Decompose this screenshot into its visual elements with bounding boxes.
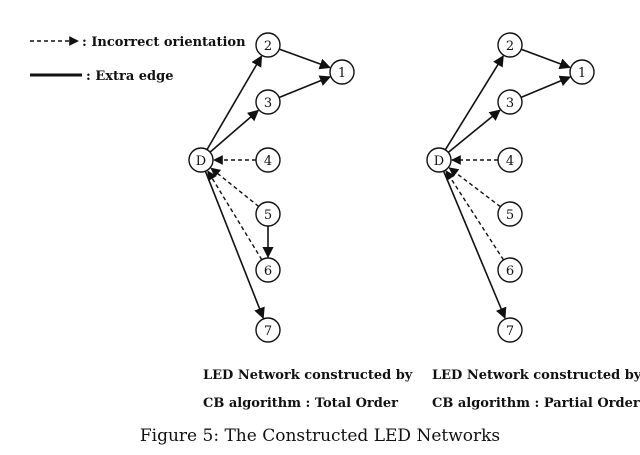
node-D: D <box>188 147 214 173</box>
edge-3-to-1 <box>520 75 572 99</box>
figure-caption: Figure 5: The Constructed LED Networks <box>140 426 500 446</box>
node-3: 3 <box>255 89 281 115</box>
caption-total-line2: CB algorithm : Total Order <box>203 396 398 411</box>
node-label: 6 <box>264 264 272 279</box>
node-5: 5 <box>497 201 523 227</box>
node-1: 1 <box>569 59 595 85</box>
node-circle <box>255 257 281 283</box>
edge-5-to-D <box>448 167 501 208</box>
node-6: 6 <box>255 257 281 283</box>
node-circle <box>255 32 281 58</box>
node-label: 3 <box>506 96 514 111</box>
edge-2-to-1 <box>279 48 331 70</box>
caption-partial-line1: LED Network constructed by <box>432 368 640 383</box>
node-circle <box>329 59 355 85</box>
legend-solid-label: : Extra edge <box>86 69 174 84</box>
node-circle <box>497 317 523 343</box>
legend: : Incorrect orientation : Extra edge <box>30 35 246 84</box>
node-label: D <box>196 154 206 169</box>
node-label: 4 <box>264 154 272 169</box>
node-5: 5 <box>255 201 281 227</box>
node-circle <box>497 147 523 173</box>
node-circle <box>255 147 281 173</box>
node-circle <box>497 32 523 58</box>
node-circle <box>255 201 281 227</box>
edge-6-to-D <box>207 170 263 261</box>
node-circle <box>497 89 523 115</box>
node-1: 1 <box>329 59 355 85</box>
node-circle <box>426 147 452 173</box>
node-label: 6 <box>506 264 514 279</box>
node-6: 6 <box>497 257 523 283</box>
node-circle <box>255 89 281 115</box>
network-partial-order: D 1 2 3 4 5 6 7 LED Network constructed by CB a… <box>426 32 640 411</box>
node-2: 2 <box>497 32 523 58</box>
node-circle <box>497 201 523 227</box>
node-3: 3 <box>497 89 523 115</box>
edge-6-to-D <box>445 170 505 261</box>
node-label: D <box>434 154 444 169</box>
node-4: 4 <box>497 147 523 173</box>
node-label: 1 <box>338 66 346 81</box>
node-label: 1 <box>578 66 586 81</box>
caption-total-line1: LED Network constructed by <box>203 368 413 383</box>
node-circle <box>497 257 523 283</box>
edge-D-to-3 <box>447 109 501 154</box>
node-label: 5 <box>264 208 272 223</box>
node-label: 2 <box>264 39 272 54</box>
node-circle <box>255 317 281 343</box>
node-circle <box>188 147 214 173</box>
node-label: 2 <box>506 39 514 54</box>
node-circle <box>569 59 595 85</box>
node-label: 7 <box>506 324 514 339</box>
node-label: 5 <box>506 208 514 223</box>
node-7: 7 <box>255 317 281 343</box>
edge-D-to-7 <box>204 170 265 319</box>
node-label: 7 <box>264 324 272 339</box>
legend-dashed-label: : Incorrect orientation <box>82 35 246 50</box>
node-2: 2 <box>255 32 281 58</box>
edge-D-to-2 <box>444 55 504 151</box>
edge-3-to-1 <box>278 75 332 99</box>
node-label: 3 <box>264 96 272 111</box>
caption-partial-line2: CB algorithm : Partial Order <box>432 396 640 411</box>
edge-2-to-1 <box>520 48 571 70</box>
edge-D-to-7 <box>442 170 507 320</box>
edge-D-to-2 <box>206 55 263 151</box>
node-D: D <box>426 147 452 173</box>
node-4: 4 <box>255 147 281 173</box>
edge-5-to-D <box>210 167 260 208</box>
node-label: 4 <box>506 154 514 169</box>
node-7: 7 <box>497 317 523 343</box>
edge-D-to-3 <box>209 109 260 153</box>
network-total-order: D 1 2 3 4 5 6 7 LED Network constructed by CB a… <box>188 32 413 411</box>
